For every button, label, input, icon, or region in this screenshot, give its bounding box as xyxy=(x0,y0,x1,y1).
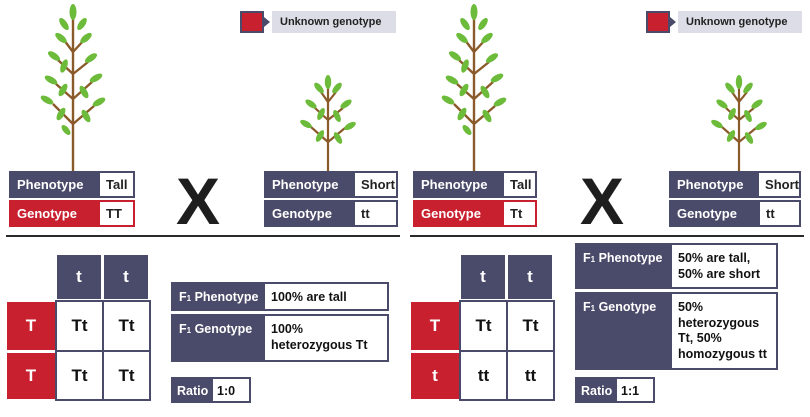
f1-phenotype-value: 100% are tall xyxy=(265,284,387,309)
genotype-value: Tt xyxy=(504,202,535,225)
parent1-phenotype-box: Phenotype Tall xyxy=(413,171,537,198)
f1-phenotype-value: 50% are tall, 50% are short xyxy=(672,245,776,287)
genotype-key: Genotype xyxy=(11,202,100,225)
f1-genotype-box: F1 Genotype 100% heterozygous Tt xyxy=(171,314,389,362)
genotype-value: TT xyxy=(100,202,133,225)
f1-prefix: F xyxy=(179,290,187,304)
f1-phenotype-box: F1 Phenotype 100% are tall xyxy=(171,282,389,311)
punnett-cell: Tt xyxy=(102,300,151,352)
punnett-cell: Tt xyxy=(55,350,104,401)
ratio-box: Ratio 1:1 xyxy=(575,377,655,403)
f1-genotype-label: Genotype xyxy=(194,322,253,336)
f1-genotype-value: 100% heterozygous Tt xyxy=(265,316,387,360)
phenotype-key: Phenotype xyxy=(266,173,355,196)
parent2-genotype-box: Genotype tt xyxy=(669,200,801,227)
genotype-value: tt xyxy=(760,202,799,225)
genotype-key: Genotype xyxy=(415,202,504,225)
punnett-cell: Tt xyxy=(459,300,508,352)
phenotype-value: Tall xyxy=(100,173,133,196)
parent1-genotype-box: Genotype TT xyxy=(9,200,135,227)
unknown-genotype-swatch xyxy=(240,11,264,33)
punnett-row-header: T xyxy=(7,302,55,350)
legend-label: Unknown genotype xyxy=(678,11,802,33)
punnett-col-header: t xyxy=(104,255,148,299)
ratio-label: Ratio xyxy=(173,379,213,401)
tall-plant-icon xyxy=(40,4,106,172)
parent2-phenotype-box: Phenotype Short xyxy=(669,171,801,198)
punnett-cell: Tt xyxy=(102,350,151,401)
parent2-genotype-box: Genotype tt xyxy=(264,200,398,227)
punnett-col-header: t xyxy=(57,255,101,299)
phenotype-value: Short xyxy=(355,173,396,196)
punnett-row-header: T xyxy=(411,302,459,350)
punnett-cell: Tt xyxy=(55,300,104,352)
genotype-value: tt xyxy=(355,202,396,225)
genotype-key: Genotype xyxy=(266,202,355,225)
ratio-label: Ratio xyxy=(577,379,617,401)
legend-arrow-icon xyxy=(670,17,676,27)
phenotype-key: Phenotype xyxy=(11,173,100,196)
punnett-row-header: t xyxy=(411,353,459,399)
parent1-genotype-box: Genotype Tt xyxy=(413,200,537,227)
legend-arrow-icon xyxy=(264,17,270,27)
f1-prefix: F xyxy=(583,300,591,314)
f1-subscript: 1 xyxy=(186,326,192,335)
f1-phenotype-box: F1 Phenotype 50% are tall, 50% are short xyxy=(575,243,778,289)
short-plant-icon xyxy=(711,75,767,172)
divider-line-right xyxy=(410,235,804,237)
f1-prefix: F xyxy=(179,322,187,336)
phenotype-key: Phenotype xyxy=(415,173,504,196)
phenotype-value: Tall xyxy=(504,173,535,196)
divider-line-left xyxy=(6,235,400,237)
f1-genotype-value: 50% heterozygous Tt, 50% homozygous tt xyxy=(672,294,776,368)
cross-symbol: X xyxy=(176,164,221,238)
unknown-genotype-swatch xyxy=(646,11,670,33)
legend-label: Unknown genotype xyxy=(272,11,396,33)
punnett-row-header: T xyxy=(7,353,55,399)
punnett-cell: tt xyxy=(459,350,508,401)
punnett-cell: tt xyxy=(506,350,555,401)
punnett-col-header: t xyxy=(508,255,552,299)
ratio-value: 1:1 xyxy=(617,379,653,401)
short-plant-icon xyxy=(300,75,356,172)
punnett-cell: Tt xyxy=(506,300,555,352)
genotype-key: Genotype xyxy=(671,202,760,225)
f1-genotype-label: Genotype xyxy=(598,300,657,314)
f1-subscript: 1 xyxy=(186,294,192,303)
ratio-value: 1:0 xyxy=(213,379,249,401)
f1-prefix: F xyxy=(583,251,591,265)
parent2-phenotype-box: Phenotype Short xyxy=(264,171,398,198)
f1-phenotype-label: Phenotype xyxy=(598,251,663,265)
f1-subscript: 1 xyxy=(590,255,596,264)
phenotype-key: Phenotype xyxy=(671,173,760,196)
tall-plant-icon xyxy=(441,4,507,172)
punnett-col-header: t xyxy=(461,255,505,299)
parent1-phenotype-box: Phenotype Tall xyxy=(9,171,135,198)
phenotype-value: Short xyxy=(759,173,799,196)
f1-genotype-box: F1 Genotype 50% heterozygous Tt, 50% hom… xyxy=(575,292,778,370)
ratio-box: Ratio 1:0 xyxy=(171,377,251,403)
cross-symbol: X xyxy=(580,164,625,238)
f1-subscript: 1 xyxy=(590,304,596,313)
f1-phenotype-label: Phenotype xyxy=(194,290,259,304)
